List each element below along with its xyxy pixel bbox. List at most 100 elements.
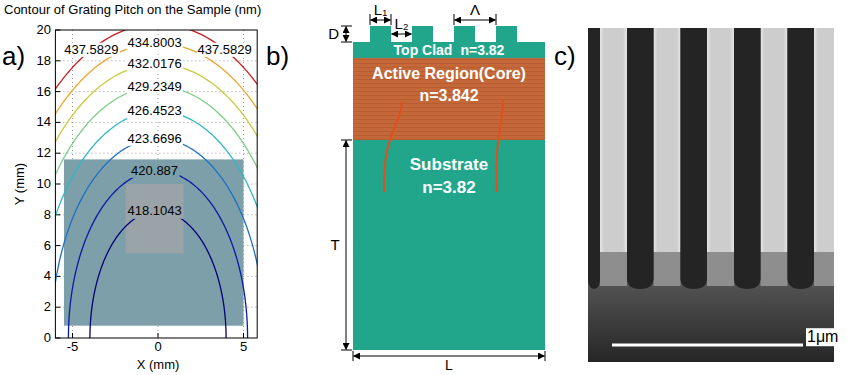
panel-letter: c) xyxy=(554,42,576,71)
tick-mark xyxy=(55,307,60,308)
band-label: Substrate xyxy=(410,154,488,177)
active-band xyxy=(353,58,545,140)
grating-tooth xyxy=(454,26,475,42)
dimension-label: Λ xyxy=(470,2,480,19)
band-label: n=3.842 xyxy=(419,85,478,107)
dimension-label: L₁ xyxy=(374,2,387,19)
extension-line xyxy=(391,14,392,25)
grating-foot xyxy=(814,252,834,286)
dimension-lines xyxy=(341,14,545,361)
tick-label: 6 xyxy=(44,238,51,252)
dimension-arrow xyxy=(455,20,496,21)
sem-image xyxy=(588,28,834,362)
contour-line xyxy=(55,43,257,338)
contour-lines xyxy=(55,30,257,338)
tick-label: 8 xyxy=(44,208,51,222)
tick-mark xyxy=(55,60,60,61)
contour-value: 423.6696 xyxy=(126,132,182,146)
top-clad-band xyxy=(353,42,545,58)
plot-frame xyxy=(55,30,257,338)
extension-line xyxy=(341,26,352,27)
tick-mark xyxy=(55,91,60,92)
tick-mark xyxy=(55,245,60,246)
grating-trench xyxy=(681,28,708,289)
panel-letter: a) xyxy=(2,42,25,71)
grating-line xyxy=(654,28,681,252)
dimension-arrow xyxy=(354,356,545,357)
grating-line xyxy=(814,28,834,252)
band-label: n=3.82 xyxy=(422,177,475,200)
tick-mark xyxy=(72,333,73,338)
grating-trench xyxy=(627,28,654,289)
tick-mark xyxy=(243,333,244,338)
dimension-label: D xyxy=(328,26,339,43)
tick-label: 10 xyxy=(37,177,51,191)
grating-trench xyxy=(588,28,600,289)
contour-plot xyxy=(0,24,326,338)
dimension-arrow xyxy=(392,34,412,35)
grating-line xyxy=(707,28,734,252)
grating-tooth xyxy=(370,26,391,42)
grating-foot xyxy=(654,252,681,286)
tick-label: 5 xyxy=(240,340,247,354)
tick-label: 0 xyxy=(154,340,161,354)
contour-line xyxy=(55,30,257,338)
grating-foot xyxy=(600,252,627,286)
grating-tooth xyxy=(496,26,517,42)
scale-bar xyxy=(612,344,803,347)
layer-band: Substraten=3.82 xyxy=(353,140,545,350)
contour-value: 434.8003 xyxy=(126,36,182,50)
tick-mark xyxy=(55,184,60,185)
tick-label: 4 xyxy=(44,269,51,283)
mode-profile xyxy=(496,100,503,192)
contour-value: 420.887 xyxy=(130,164,179,178)
contour-value: 432.0176 xyxy=(126,57,182,71)
layer-band: Active Region(Core)n=3.842 xyxy=(353,58,545,140)
tick-mark xyxy=(158,333,159,338)
contour-line xyxy=(55,64,257,338)
grating-trench xyxy=(734,28,761,289)
extension-line xyxy=(341,350,352,351)
extension-line xyxy=(341,140,352,141)
dimension-arrow xyxy=(346,141,347,350)
substrate-band xyxy=(353,140,545,350)
extension-line xyxy=(454,14,455,25)
sample-region xyxy=(64,159,244,325)
axis-title: X (mm) xyxy=(137,358,180,372)
tick-mark xyxy=(55,122,60,123)
dimension-label: L₂ xyxy=(394,16,408,33)
grating-line xyxy=(761,28,788,252)
grating-line xyxy=(600,28,627,252)
grating-foot xyxy=(707,252,734,286)
tick-label: 14 xyxy=(37,115,51,129)
extension-line xyxy=(545,351,546,361)
tick-label: 20 xyxy=(37,23,51,37)
tick-label: 16 xyxy=(37,84,51,98)
contour-line xyxy=(55,111,257,338)
extension-line xyxy=(496,14,497,25)
tick-label: 2 xyxy=(44,300,51,314)
contour-line xyxy=(90,211,226,338)
contour-value: 437.5829 xyxy=(63,42,119,56)
panel-letter: b) xyxy=(266,42,289,71)
band-label: n=3.82 xyxy=(460,42,504,58)
contour-line xyxy=(55,139,257,338)
contour-value: 418.1043 xyxy=(126,204,182,218)
contour-value: 426.4523 xyxy=(126,104,182,118)
dimension-arrow xyxy=(346,27,347,42)
mode-profile xyxy=(384,102,402,192)
sem-substrate xyxy=(588,280,834,362)
extension-line xyxy=(370,14,371,25)
dimension-arrow xyxy=(371,20,391,21)
grating-foot xyxy=(761,252,788,286)
tick-label: 0 xyxy=(44,331,51,345)
contour-value: 437.5829 xyxy=(197,42,253,56)
contour-line xyxy=(68,171,247,338)
plot-title: Contour of Grating Pitch on the Sample (… xyxy=(4,2,261,17)
band-label: Top Clad xyxy=(394,42,453,58)
layer-band: Top Clad n=3.82 xyxy=(353,42,545,58)
waveguide-cross-section xyxy=(353,26,545,350)
grating-tooth xyxy=(412,26,433,42)
axis-title: Y (mm) xyxy=(13,163,27,205)
